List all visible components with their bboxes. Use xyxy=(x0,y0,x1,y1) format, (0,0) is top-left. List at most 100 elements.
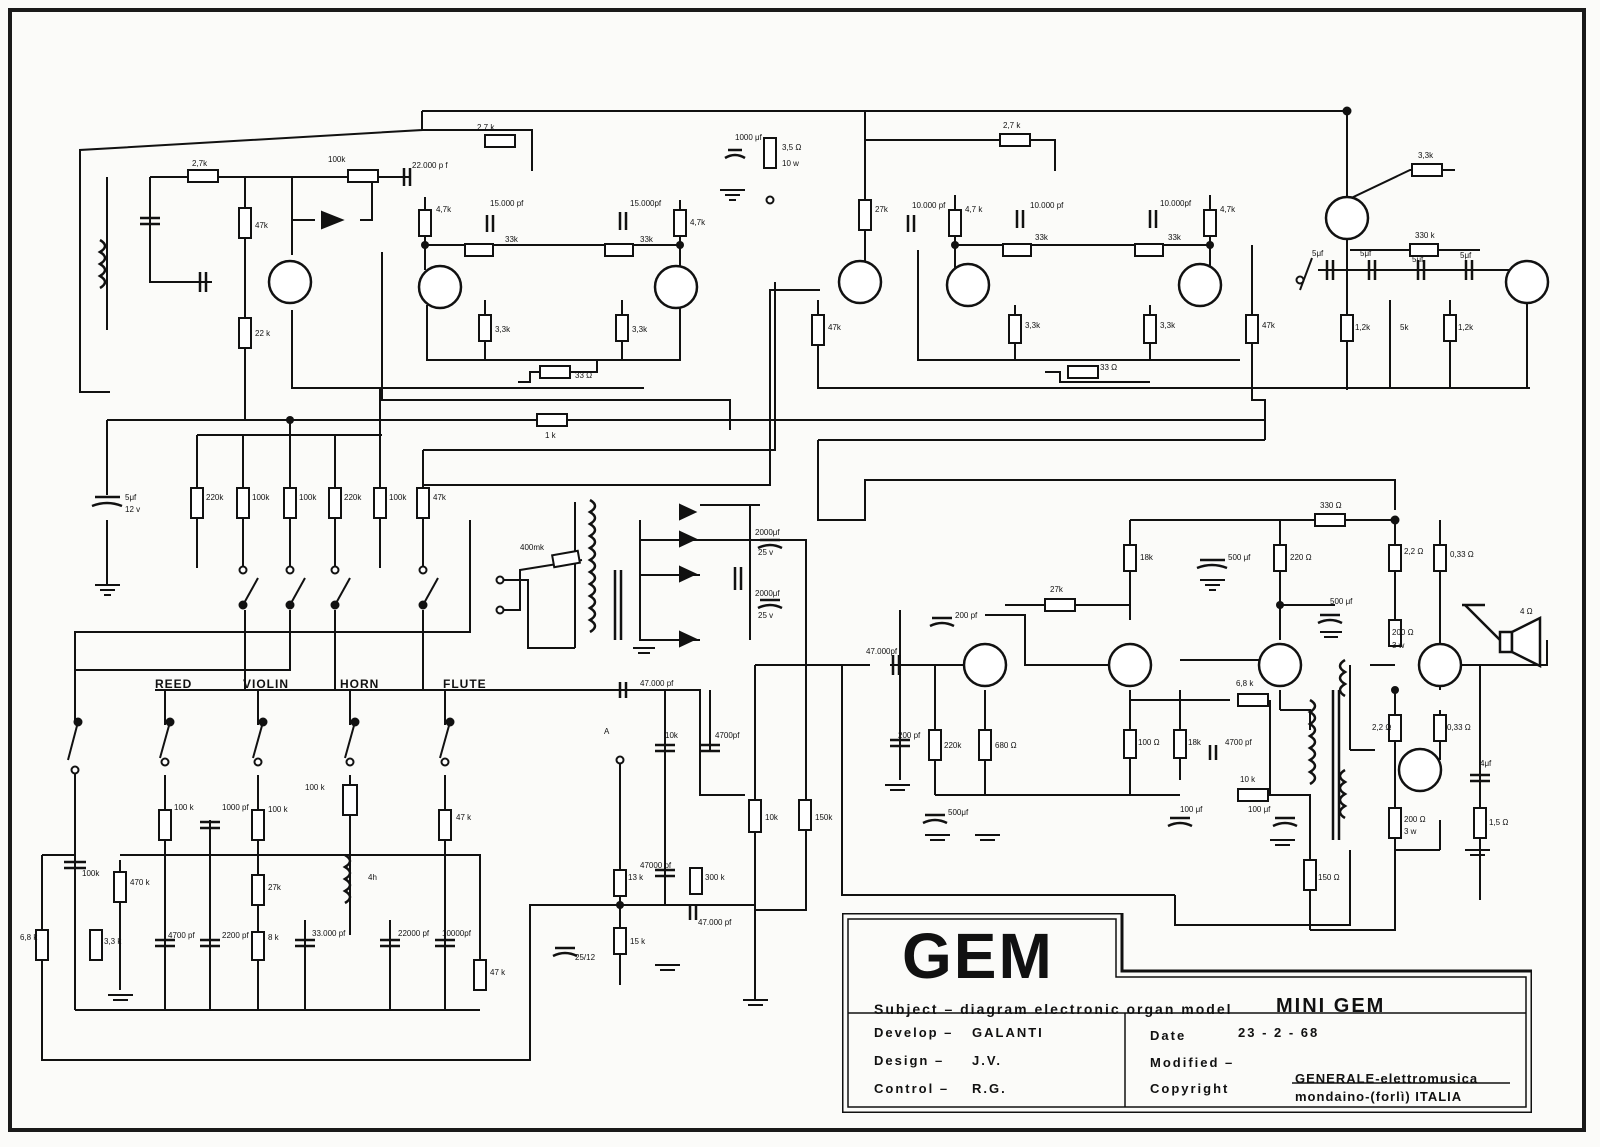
resistor xyxy=(1237,788,1269,802)
resistor xyxy=(1203,209,1217,237)
label: 5μf xyxy=(1360,249,1372,258)
resistor xyxy=(1388,544,1402,572)
label: 47k xyxy=(255,221,269,230)
resistor xyxy=(251,874,265,906)
label: 33k xyxy=(640,235,654,244)
label: 5μf xyxy=(1412,255,1424,264)
resistor xyxy=(1443,314,1457,342)
label: 47.000 pf xyxy=(698,918,732,927)
resistor xyxy=(1433,714,1447,742)
label: 22000 pf xyxy=(398,929,430,938)
resistor xyxy=(1245,314,1259,344)
junctions xyxy=(286,106,1400,909)
resistor xyxy=(763,137,777,169)
speaker-icon xyxy=(1464,604,1542,669)
resistor xyxy=(478,314,492,342)
label: 3,5 Ω xyxy=(782,143,801,152)
label: 100 μf xyxy=(1180,805,1203,814)
resistor xyxy=(484,134,516,148)
label: 3,3k xyxy=(1025,321,1041,330)
label: 200 Ω xyxy=(1392,628,1414,637)
resistor xyxy=(1173,729,1187,759)
resistor xyxy=(539,365,571,379)
resistor xyxy=(238,317,252,349)
resistor xyxy=(1044,598,1076,612)
modified-label: Modified – xyxy=(1150,1055,1235,1070)
label: 10000pf xyxy=(442,929,472,938)
resistor xyxy=(1411,163,1443,177)
label: 1000 μf xyxy=(735,133,763,142)
label: 25 v xyxy=(758,548,773,557)
label: 4,7k xyxy=(436,205,452,214)
resistor xyxy=(536,413,568,427)
resistor xyxy=(615,314,629,342)
resistor xyxy=(1008,314,1022,344)
label: 4,7k xyxy=(1220,205,1236,214)
resistor xyxy=(1433,544,1447,572)
label: 3,3k xyxy=(1418,151,1434,160)
label: 500 μf xyxy=(1228,553,1251,562)
potentiometer xyxy=(748,799,762,833)
label: 1000 pf xyxy=(222,803,249,812)
resistor xyxy=(978,729,992,761)
resistor xyxy=(35,929,49,961)
components xyxy=(35,106,1550,1006)
label: 47k xyxy=(828,323,842,332)
grounds xyxy=(95,189,1490,1006)
label: 10 w xyxy=(782,159,799,168)
label: 400mk xyxy=(520,543,545,552)
label: 500 μf xyxy=(1330,597,1353,606)
resistor xyxy=(347,169,379,183)
resistor xyxy=(1388,619,1402,647)
label: 4,7 k xyxy=(965,205,983,214)
label: A xyxy=(604,727,610,736)
label: 18k xyxy=(1140,553,1154,562)
capacitors xyxy=(64,148,1490,958)
label: 10k xyxy=(665,731,679,740)
label: 100k xyxy=(82,869,100,878)
resistor xyxy=(604,243,634,257)
resistor xyxy=(464,243,494,257)
label: 27k xyxy=(1050,585,1064,594)
label: 22 k xyxy=(255,329,271,338)
label: 47 k xyxy=(490,968,506,977)
label: 100 μf xyxy=(1248,805,1271,814)
label: 200 pf xyxy=(955,611,978,620)
copyright-label: Copyright xyxy=(1150,1081,1230,1096)
resistor xyxy=(1123,544,1137,572)
label: 200 Ω xyxy=(1404,815,1426,824)
resistor xyxy=(187,169,219,183)
label: 100 Ω xyxy=(1138,738,1160,747)
label: 4700 pf xyxy=(1225,738,1252,747)
voice-flute-label: FLUTE xyxy=(443,677,487,691)
title-block: GEM Subject – diagram electronic organ m… xyxy=(842,913,1532,1113)
resistor xyxy=(89,929,103,961)
label: 33k xyxy=(505,235,519,244)
resistor xyxy=(1388,714,1402,742)
label: 220k xyxy=(344,493,362,502)
date-value: 23 - 2 - 68 xyxy=(1238,1025,1320,1040)
resistor xyxy=(158,809,172,841)
label: 33k xyxy=(1168,233,1182,242)
resistor xyxy=(1067,365,1099,379)
resistor xyxy=(1388,807,1402,839)
label: 25 v xyxy=(758,611,773,620)
label: 1 k xyxy=(545,431,557,440)
copyright-address: mondaino-(forlì) ITALIA xyxy=(1295,1089,1463,1104)
label: 2000μf xyxy=(755,589,780,598)
resistor xyxy=(328,487,342,519)
label: 10.000pf xyxy=(1160,199,1192,208)
resistor xyxy=(1273,544,1287,572)
resistor xyxy=(999,133,1031,147)
diodes xyxy=(321,210,698,648)
label: 2,7k xyxy=(192,159,208,168)
label: 100k xyxy=(328,155,346,164)
label: 0,33 Ω xyxy=(1447,723,1471,732)
resistor xyxy=(798,799,812,831)
label: 5μf xyxy=(125,493,137,502)
label: 6,8 k xyxy=(20,933,38,942)
label: 47k xyxy=(433,493,447,502)
resistor xyxy=(473,959,487,991)
sheet-border xyxy=(8,8,1586,1132)
